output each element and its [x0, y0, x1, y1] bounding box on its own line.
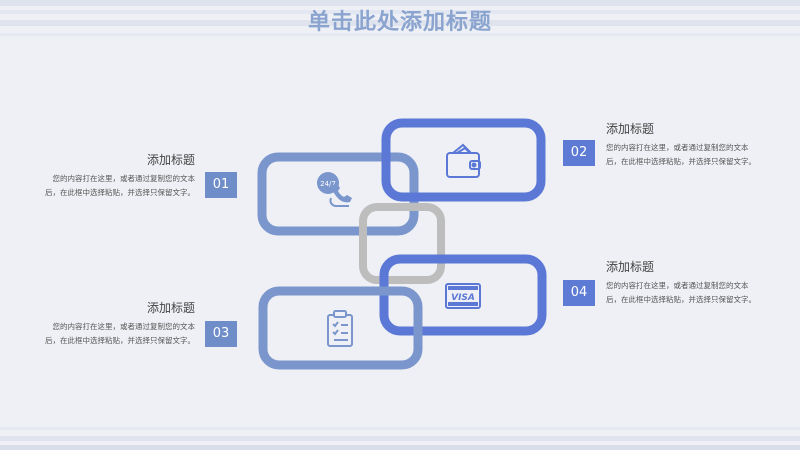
page-title[interactable]: 单击此处添加标题	[307, 10, 492, 35]
badge-04: 04	[563, 280, 595, 306]
item-body[interactable]: 您的内容打在这里，或者通过复制您的文本后，在此框中选择粘贴，并选择只保留文字。	[606, 281, 756, 304]
bottom-stripe	[0, 436, 800, 441]
badge-03: 03	[205, 321, 237, 347]
clipboard-icon	[327, 310, 353, 347]
chain-link-2	[381, 118, 546, 202]
item-body[interactable]: 您的内容打在这里，或者通过复制您的文本后，在此框中选择粘贴，并选择只保留文字。	[45, 174, 195, 197]
top-stripe	[0, 20, 800, 26]
item-body[interactable]: 您的内容打在这里，或者通过复制您的文本后，在此框中选择粘贴，并选择只保留文字。	[45, 322, 195, 345]
top-stripe	[0, 33, 800, 36]
item-heading[interactable]: 添加标题	[606, 122, 655, 136]
wallet-icon	[446, 143, 481, 178]
badge-01: 01	[205, 172, 237, 198]
text-block-04: 添加标题 您的内容打在这里，或者通过复制您的文本后，在此框中选择粘贴，并选择只保…	[606, 258, 756, 307]
text-block-01: 添加标题 您的内容打在这里，或者通过复制您的文本后，在此框中选择粘贴，并选择只保…	[45, 151, 195, 200]
item-heading[interactable]: 添加标题	[606, 260, 655, 274]
item-heading[interactable]: 添加标题	[146, 153, 195, 167]
item-body[interactable]: 您的内容打在这里，或者通过复制您的文本后，在此框中选择粘贴，并选择只保留文字。	[606, 143, 756, 166]
top-stripe	[0, 0, 800, 6]
phone-icon-label: 24/7	[320, 180, 336, 188]
bottom-stripe	[0, 427, 800, 430]
phone-247-icon: 24/7	[317, 172, 352, 207]
visa-card-label: VISA	[451, 293, 475, 303]
chain-link-3	[258, 286, 423, 370]
badge-02: 02	[563, 140, 595, 166]
text-block-03: 添加标题 您的内容打在这里，或者通过复制您的文本后，在此框中选择粘贴，并选择只保…	[45, 299, 195, 348]
text-block-02: 添加标题 您的内容打在这里，或者通过复制您的文本后，在此框中选择粘贴，并选择只保…	[606, 120, 756, 169]
top-stripe	[0, 10, 800, 14]
chain-link-center	[359, 203, 445, 284]
visa-card-icon: VISA	[445, 283, 481, 309]
item-heading[interactable]: 添加标题	[146, 301, 195, 315]
bottom-stripe	[0, 445, 800, 450]
